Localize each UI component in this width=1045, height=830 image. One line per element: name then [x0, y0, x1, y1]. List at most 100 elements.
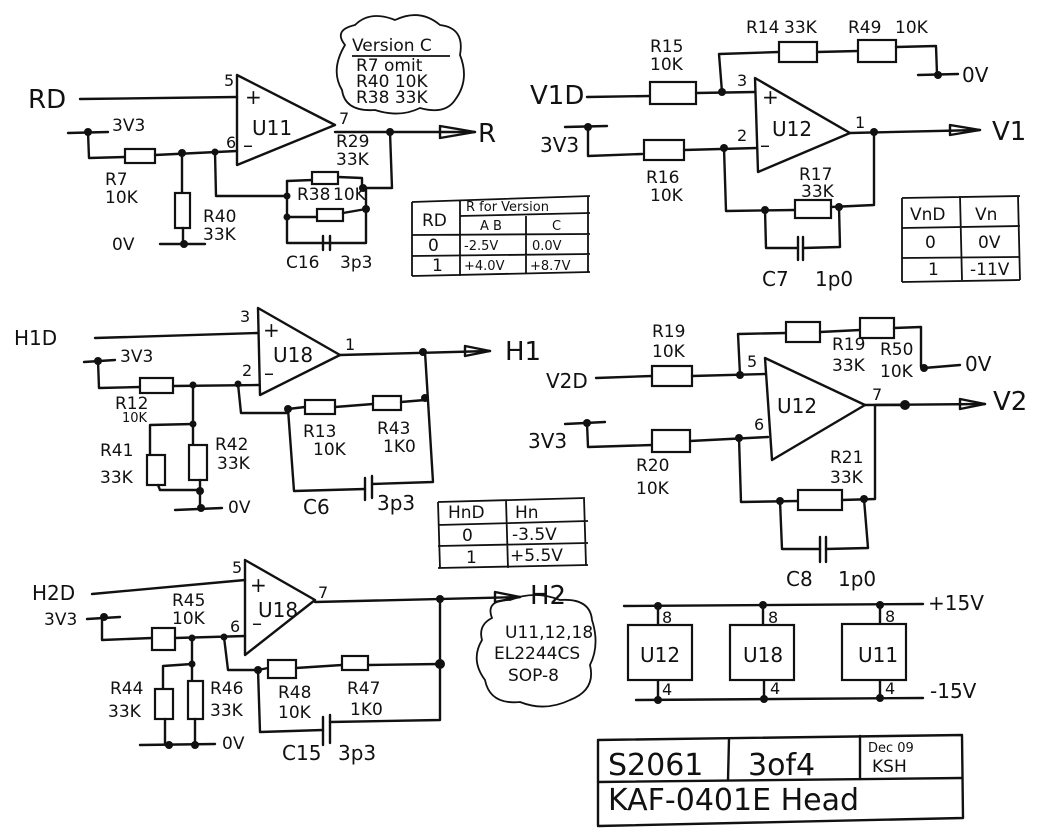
capacitor-c15 [321, 713, 332, 747]
power-supply-section: +15V -15V 8 4 U12 8 4 U18 8 4 U11 [622, 591, 984, 704]
ref-label: R41 [100, 441, 133, 461]
ref-label: R17 [799, 165, 832, 185]
table-cell: -11V [970, 260, 1010, 280]
output-arrow-icon [948, 123, 982, 137]
resistor-r48 [266, 658, 298, 680]
value-label: 33K [336, 150, 370, 170]
value-label: 10K [636, 479, 670, 499]
table-r-for-version: RD R for Version A B C 0 -2.5V 0.0V 1 +4… [411, 195, 591, 277]
circuit-h1: H1D 3 2 1 + – U18 H1 3V3 R12 10K 0V R41 … [14, 306, 541, 519]
opamp-u11 [235, 73, 337, 167]
chip-label: U11 [858, 643, 898, 667]
table-cell: 0 [428, 236, 439, 256]
capacitor-c16 [321, 234, 332, 252]
table-cell: 1 [928, 260, 939, 280]
table-header: RD [422, 211, 447, 231]
ref-label: C6 [303, 495, 330, 519]
resistor-r44 [153, 687, 175, 721]
opamp-label: U12 [772, 117, 812, 141]
output-arrow-icon [958, 397, 987, 411]
net-label-v2: V2 [993, 387, 1027, 417]
ref-label: R29 [336, 132, 369, 152]
plus-sign: + [762, 85, 779, 109]
opamp-label: U12 [777, 394, 817, 418]
plus-sign: + [250, 573, 267, 597]
note-heading: Version C [352, 36, 432, 56]
value-label: 33K [203, 225, 237, 245]
value-label: 10K [650, 55, 684, 75]
resistor-r7 [123, 147, 157, 165]
resistor-r14 [777, 40, 819, 64]
supply-label: 3V3 [540, 133, 579, 157]
ref-label: R21 [830, 448, 863, 468]
circuit-v1: V1D R15 10K 0V R14 33K R49 10K 3 2 1 + –… [530, 18, 1026, 291]
note-parts: U11,12,18 EL2244CS SOP-8 [475, 594, 597, 708]
value-label: 10K [333, 185, 367, 205]
drawing-date: Dec 09 [868, 741, 914, 756]
pin-label: 6 [226, 133, 236, 152]
value-label: 33K [108, 702, 142, 722]
table-hn: HnD Hn 0 -3.5V 1 +5.5V [437, 497, 589, 569]
pin-label: 1 [345, 335, 355, 354]
drawing-title: KAF-0401E Head [608, 783, 859, 818]
ref-label: R15 [650, 37, 683, 57]
net-label-h1: H1 [505, 337, 541, 367]
pin-label: 7 [872, 385, 882, 404]
value-label: 10K [652, 342, 686, 362]
value-label: 33K [100, 468, 134, 488]
note-line: R7 omit [356, 56, 423, 76]
value-label: 10K [105, 188, 139, 208]
opamp-u18-h2 [243, 558, 317, 657]
resistor-r45 [150, 626, 177, 652]
capacitor-c6 [363, 474, 374, 502]
plus-sign: + [245, 85, 262, 109]
plus-sign: + [263, 318, 280, 342]
net-label-v1: V1 [992, 117, 1026, 147]
ref-label: R38 [297, 185, 330, 205]
net-label-v1d: V1D [530, 81, 584, 111]
table-cell: +4.0V [464, 259, 505, 274]
resistor-r17 [793, 198, 833, 220]
minus-sign: – [243, 133, 253, 157]
ref-label: C7 [762, 267, 789, 291]
table-cell: -2.5V [464, 239, 498, 254]
ref-label: R49 [848, 18, 881, 38]
ground-label: 0V [965, 352, 992, 376]
net-label-r: R [478, 119, 496, 149]
resistor-r15 [648, 80, 698, 106]
resistor-r29 [310, 170, 340, 186]
ref-label: C16 [286, 253, 320, 273]
opamp-u18 [256, 306, 342, 397]
table-cell: -3.5V [512, 525, 557, 545]
pin-label: 5 [224, 71, 234, 90]
value-label: 1K0 [350, 700, 383, 720]
note-line: EL2244CS [494, 644, 580, 664]
ref-label: R7 [105, 170, 128, 190]
table-header: HnD [448, 503, 485, 523]
value-label: 33K [210, 701, 244, 721]
chip-u18: 8 4 U18 [728, 601, 796, 703]
note-line: R40 10K [356, 72, 428, 92]
resistor-r19-feedback [784, 320, 822, 344]
pin-label: 1 [855, 113, 865, 132]
ref-label: R16 [646, 168, 679, 188]
value-label: 3p3 [377, 491, 415, 515]
value-label: 10K [650, 186, 684, 206]
output-arrow-icon [438, 124, 477, 140]
table-subheader: A B [480, 219, 502, 234]
title-block: S2061 3of4 Dec 09 KSH KAF-0401E Head [596, 733, 965, 828]
value-label: 1K0 [383, 437, 416, 457]
supply-label: 3V3 [120, 347, 153, 367]
table-cell: 0 [925, 233, 936, 253]
ref-label: C15 [282, 741, 321, 765]
resistor-r16 [642, 138, 686, 162]
ref-label: C8 [786, 567, 813, 591]
ref-label: R13 [303, 422, 336, 442]
resistor-r42 [187, 443, 209, 482]
output-arrow-icon [463, 344, 492, 358]
opamp-u12-v2 [763, 356, 867, 462]
pin-label: 4 [770, 679, 780, 698]
resistor-r20 [650, 428, 692, 454]
ref-label: R43 [377, 419, 410, 439]
circuit-v2: V2D R19 10K 0V R19 33K R50 10K 5 6 7 U12… [528, 316, 1027, 591]
